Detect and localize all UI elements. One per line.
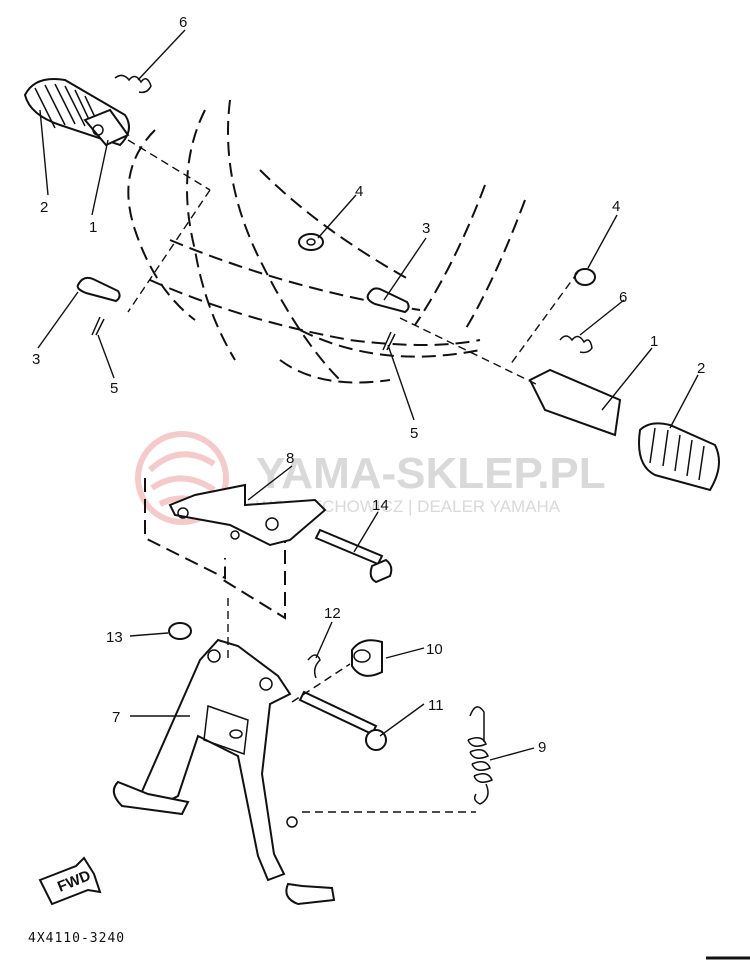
frame-outline (127, 99, 526, 384)
diagram-code: 4X4110-3240 (28, 931, 125, 946)
callout-2-right: 2 (697, 360, 705, 377)
pin-3-left (76, 276, 121, 303)
cotter-5-left (91, 316, 105, 336)
callout-7: 7 (112, 709, 120, 726)
callout-6-right: 6 (619, 289, 627, 306)
shaft-11 (298, 690, 387, 751)
callout-1-left: 1 (89, 219, 97, 236)
callout-14: 14 (372, 497, 389, 514)
bolt-14 (314, 528, 393, 584)
right-footrest (528, 368, 720, 492)
callout-2-left: 2 (40, 199, 48, 216)
callout-10: 10 (426, 641, 443, 658)
watermark: YAMA-SKLEP.PL WOJCIECHOWICZ | DEALER YAM… (135, 431, 606, 525)
callout-4-mid: 4 (355, 183, 363, 200)
callouts: 6 2 1 3 5 4 3 5 4 6 1 2 8 14 12 13 10 11… (32, 14, 705, 756)
washer-4-mid (298, 233, 324, 251)
callout-5-mid: 5 (410, 425, 418, 442)
callout-11: 11 (428, 697, 444, 714)
fwd-arrow: FWD (38, 856, 102, 906)
pin-3-mid (366, 287, 410, 314)
spring-6-top (114, 74, 152, 94)
spring-9 (467, 706, 493, 805)
left-footrest (23, 78, 130, 147)
washer-13 (168, 622, 192, 640)
callout-3-mid: 3 (422, 220, 430, 237)
callout-13: 13 (106, 629, 123, 646)
spring-6-right (559, 335, 593, 354)
main-stand (112, 638, 336, 906)
watermark-brand: YAMA-SKLEP.PL (256, 449, 606, 498)
damper-10 (351, 639, 383, 677)
clip-12 (307, 654, 321, 679)
callout-8: 8 (286, 450, 294, 467)
small-parts (76, 74, 596, 354)
leader-lines (37, 29, 699, 813)
callout-5-left: 5 (110, 380, 118, 397)
watermark-tagline: WOJCIECHOWICZ | DEALER YAMAHA (256, 497, 561, 516)
washer-4-right (574, 268, 596, 286)
stand-bracket (144, 478, 327, 620)
callout-1-right: 1 (650, 333, 658, 350)
callout-4-right: 4 (612, 198, 620, 215)
callout-12: 12 (324, 605, 341, 622)
callout-9: 9 (538, 739, 546, 756)
callout-6-top: 6 (179, 14, 187, 31)
callout-3-left: 3 (32, 351, 40, 368)
